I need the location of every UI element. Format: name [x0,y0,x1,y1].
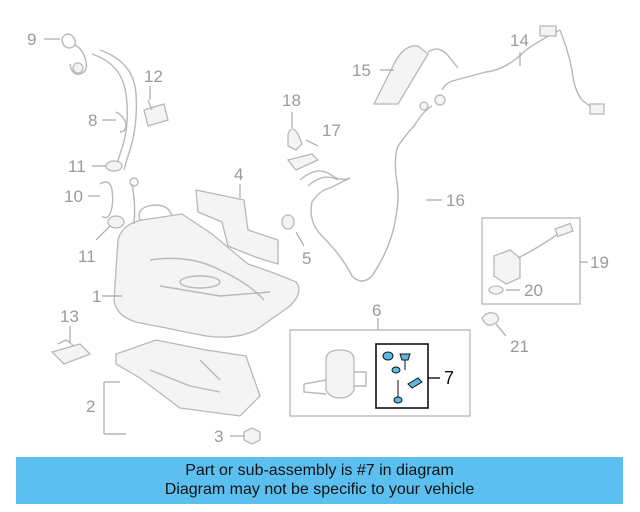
part-19-box [481,217,581,305]
callout-12: 12 [144,67,163,86]
part-11-illustration [105,160,125,229]
part-14-illustration [434,25,605,115]
part-17-illustration [286,153,320,171]
part-2-skid-plate-illustration [115,339,261,417]
callout-2: 2 [86,397,95,416]
part-15-illustration [372,45,459,105]
callout-3: 3 [214,427,223,446]
part-10-illustration [99,181,114,219]
part-3-illustration [243,427,261,445]
part-6-box [289,329,471,417]
callout-6: 6 [372,301,381,320]
callout-10: 10 [64,187,83,206]
part-13-illustration [50,339,92,365]
callout-7: 7 [444,368,454,388]
callout-19: 19 [590,253,609,272]
part-4-illustration [195,189,279,265]
banner-line-2: Diagram may not be specific to your vehi… [164,481,475,498]
parts-diagram: 9 [27,25,609,446]
part-8-illustration [91,49,138,171]
part-21-illustration [481,312,500,326]
info-banner: Part or sub-assembly is #7 in diagram Di… [16,457,623,504]
callout-20: 20 [524,281,543,300]
part-5-illustration [281,214,295,230]
callout-18: 18 [282,91,301,110]
part-1-fuel-tank-illustration [113,177,300,338]
callout-1: 1 [92,287,101,306]
callout-17: 17 [322,121,341,140]
part-16-illustration [299,101,433,282]
callout-5: 5 [302,249,311,268]
part-12-illustration [143,99,169,127]
callout-15: 15 [352,61,371,80]
callout-11b: 11 [78,247,96,266]
callout-9: 9 [27,30,36,49]
part-7-highlight-box [375,343,429,409]
callout-21: 21 [510,337,529,356]
callout-13: 13 [60,307,79,326]
callout-14: 14 [510,31,529,50]
callout-8: 8 [88,111,97,130]
callout-16: 16 [446,191,465,210]
banner-line-1: Part or sub-assembly is #7 in diagram [185,462,454,479]
callout-11a: 11 [68,157,86,176]
part-9-illustration [61,33,88,75]
callout-4: 4 [234,165,243,184]
part-18-illustration [287,128,303,151]
